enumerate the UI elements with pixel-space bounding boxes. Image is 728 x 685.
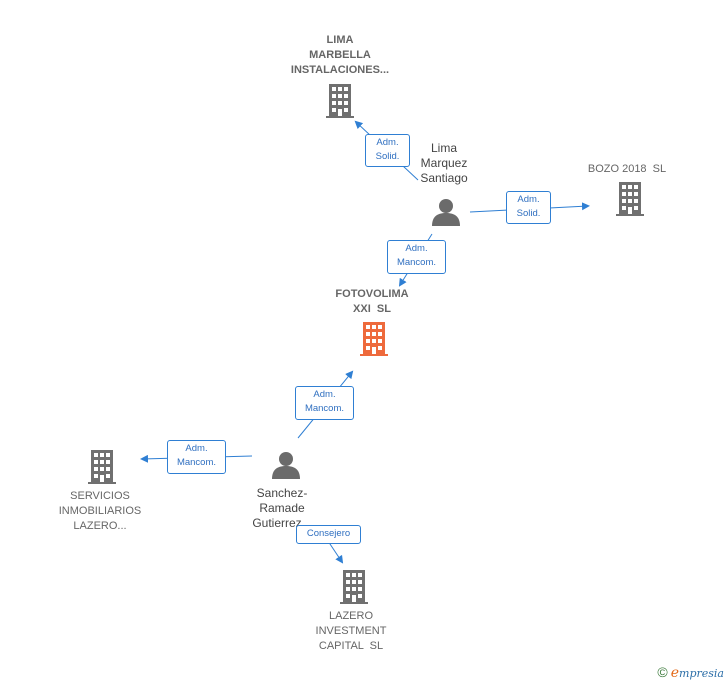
node-label-lima-marquez[interactable]: Lima Marquez Santiago [420,141,468,185]
relation-badge-adm-mancom[interactable]: Adm. Mancom. [167,440,226,474]
sanchez-person-icon[interactable] [272,452,300,479]
relation-badge-adm-solid[interactable]: Adm. Solid. [506,191,551,224]
relation-badge-consejero[interactable]: Consejero [296,525,361,544]
node-label-lima-marbella[interactable]: LIMA MARBELLA INSTALACIONES... [290,34,390,76]
lima-marbella-building-icon[interactable] [326,84,354,118]
brand-name: mpresia [679,667,724,680]
node-label-fotovolima[interactable]: FOTOVOLIMA XXI SL [335,288,409,315]
relation-badge-adm-solid[interactable]: Adm. Solid. [365,134,410,167]
empresia-logo: © empresia [657,664,724,681]
brand-e-letter: e [670,665,680,681]
lazero-building-icon[interactable] [340,570,368,604]
node-label-servicios[interactable]: SERVICIOS INMOBILIARIOS LAZERO... [58,490,142,532]
node-label-bozo[interactable]: BOZO 2018 SL [587,163,667,175]
servicios-building-icon[interactable] [88,450,116,484]
node-label-lazero[interactable]: LAZERO INVESTMENT CAPITAL SL [315,610,387,652]
relation-badge-adm-mancom[interactable]: Adm. Mancom. [295,386,354,420]
relation-badge-adm-mancom[interactable]: Adm. Mancom. [387,240,446,274]
fotovolima-building-icon[interactable] [360,322,388,356]
copyright-icon: © [657,664,668,680]
bozo-building-icon[interactable] [616,182,644,216]
lima-marquez-person-icon[interactable] [432,199,460,226]
